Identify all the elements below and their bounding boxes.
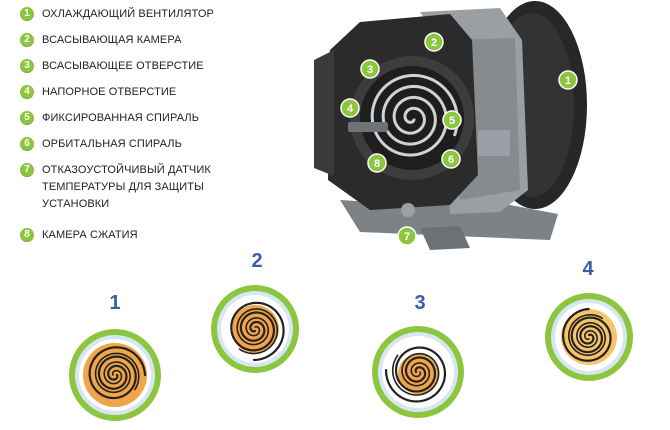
legend-item-temperature-sensor: 7 ОТКАЗОУСТОЙЧИВЫЙ ДАТЧИК ТЕМПЕРАТУРЫ ДЛ… <box>20 162 250 213</box>
scroll-spiral <box>230 301 285 362</box>
legend-item-discharge-port: 4 НАПОРНОЕ ОТВЕРСТИЕ <box>20 84 176 101</box>
number-badge: 2 <box>20 33 34 47</box>
callout-5: 5 <box>442 110 462 130</box>
legend-label: ВСАСЫВАЮЩАЯ КАМЕРА <box>42 34 182 46</box>
callout-label: 8 <box>374 158 380 170</box>
temperature-sensor-housing <box>478 130 510 156</box>
legend-item-fixed-scroll: 5 ФИКСИРОВАННАЯ СПИРАЛЬ <box>20 110 199 127</box>
scroll-compressor-illustration: 1 2 3 4 5 6 7 8 <box>314 1 587 250</box>
legend-label: ОХЛАЖДАЮЩИЙ ВЕНТИЛЯТОР <box>42 8 214 20</box>
callout-4: 4 <box>340 98 360 118</box>
scroll-spiral <box>384 346 447 403</box>
number-badge: 4 <box>20 85 34 99</box>
stage-number-1: 1 <box>109 292 121 314</box>
legend-item-compression-chamber: 8 КАМЕРА СЖАТИЯ <box>20 227 138 244</box>
callout-label: 4 <box>347 103 354 115</box>
legend-item-cooling-fan: 1 ОХЛАЖДАЮЩИЙ ВЕНТИЛЯТОР <box>20 6 214 23</box>
legend-label: КАМЕРА СЖАТИЯ <box>42 229 138 241</box>
fixed-scroll <box>370 73 459 157</box>
legend-item-suction-chamber: 2 ВСАСЫВАЮЩАЯ КАМЕРА <box>20 32 182 49</box>
callout-7: 7 <box>397 226 417 246</box>
legend-label: ВСАСЫВАЮЩЕЕ ОТВЕРСТИЕ <box>42 60 204 72</box>
callout-label: 6 <box>448 154 454 166</box>
callout-1: 1 <box>558 70 578 90</box>
fixed-scroll-line <box>88 346 147 400</box>
base-plate <box>340 200 558 240</box>
number-badge: 5 <box>20 111 34 125</box>
side-bracket <box>314 50 334 176</box>
scroll-stage-2 <box>211 285 299 373</box>
callout-6: 6 <box>441 149 461 169</box>
legend-item-orbital-scroll: 6 ОРБИТАЛЬНАЯ СПИРАЛЬ <box>20 136 182 153</box>
callout-label: 1 <box>565 75 571 87</box>
legend-label: ОРБИТАЛЬНАЯ СПИРАЛЬ <box>42 138 182 150</box>
orbital-scroll-line <box>236 308 279 355</box>
number-badge: 8 <box>20 228 34 242</box>
callout-8: 8 <box>367 153 387 173</box>
callout-2: 2 <box>424 32 444 52</box>
callout-label: 5 <box>449 115 455 127</box>
fixed-scroll-line <box>384 346 447 403</box>
orbital-scroll-line <box>391 352 440 396</box>
legend-label: ОТКАЗОУСТОЙЧИВЫЙ ДАТЧИК ТЕМПЕРАТУРЫ ДЛЯ … <box>42 164 211 210</box>
legend-item-suction-port: 3 ВСАСЫВАЮЩЕЕ ОТВЕРСТИЕ <box>20 58 204 75</box>
number-badge: 1 <box>20 7 34 21</box>
legend-label: НАПОРНОЕ ОТВЕРСТИЕ <box>42 86 177 98</box>
orbital-scroll-line <box>94 352 140 394</box>
number-badge: 3 <box>20 59 34 73</box>
fixed-scroll-line <box>370 73 459 157</box>
callout-3: 3 <box>360 59 380 79</box>
shaft <box>348 122 388 132</box>
base-foot <box>420 226 470 250</box>
orbital-scroll-line <box>568 314 606 356</box>
scroll-spiral <box>88 346 147 400</box>
fixed-scroll-line <box>230 301 285 362</box>
scroll-stage-4 <box>545 293 633 381</box>
number-badge: 6 <box>20 137 34 151</box>
stage-number-2: 2 <box>251 250 263 272</box>
number-badge: 7 <box>20 163 34 177</box>
callout-label: 7 <box>404 231 410 243</box>
callout-label: 3 <box>367 64 373 76</box>
stage-number-4: 4 <box>582 258 594 280</box>
scroll-spiral <box>562 307 612 362</box>
fixed-scroll-line <box>562 307 612 362</box>
legend-label: ФИКСИРОВАННАЯ СПИРАЛЬ <box>42 112 200 124</box>
stage-number-3: 3 <box>414 292 426 314</box>
scroll-stage-1 <box>69 329 161 421</box>
callout-label: 2 <box>431 37 437 49</box>
scroll-stage-3 <box>372 326 464 418</box>
